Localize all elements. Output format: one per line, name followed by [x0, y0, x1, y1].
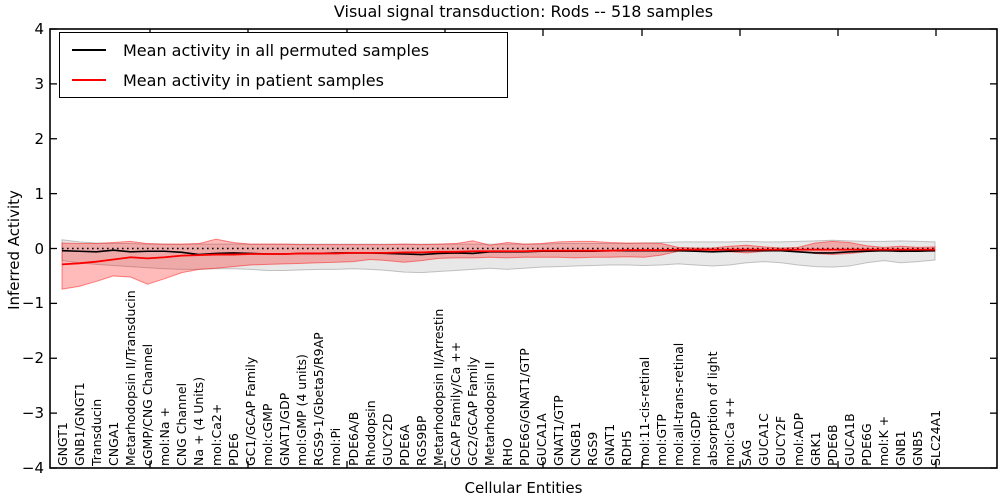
x-category-label: RGS9BP [413, 415, 429, 466]
x-category-label: GNB1/GNGT1 [71, 382, 87, 466]
x-category-label: mol:GMP (4 units) [294, 354, 310, 466]
x-category-label: Rhodopsin [362, 400, 378, 466]
y-tick-label: −2 [21, 349, 44, 368]
x-category-label: Metarhodopsin II/Arrestin [431, 308, 447, 466]
x-category-label: GRK1 [807, 431, 823, 466]
y-tick-label: −1 [21, 294, 44, 313]
permuted-band [61, 239, 936, 274]
legend-label-patient: Mean activity in patient samples [123, 70, 384, 90]
legend-line-patient-icon [72, 79, 106, 81]
patient-mean-line [61, 248, 935, 266]
x-category-label: GUCY2D [379, 413, 395, 466]
x-category-label: PDE6G [859, 423, 875, 466]
x-category-label: Transducin [88, 398, 104, 466]
x-category-label: GNAT1/GTP [550, 395, 566, 466]
x-category-label: mol:Ca2+ [208, 403, 224, 466]
x-category-label: mol:GTP [653, 414, 669, 466]
x-category-label: mol:Na + [157, 407, 173, 466]
x-category-label: mol:all-trans-retinal [670, 342, 686, 466]
x-category-label: mol:11-cis-retinal [636, 356, 652, 466]
legend-label-permuted: Mean activity in all permuted samples [123, 40, 430, 60]
x-category-label: PDE6A/B [345, 411, 361, 466]
x-category-label: RHO [499, 438, 515, 466]
y-tick-label: −3 [21, 404, 44, 423]
x-category-label: GNB1 [893, 430, 909, 466]
x-category-label: CNGA1 [105, 421, 121, 466]
x-category-label: CNGB1 [568, 421, 584, 466]
x-category-label: PDE6B [824, 424, 840, 466]
x-category-label: GUCA1C [756, 413, 772, 466]
x-category-label: GCAP Family/Ca ++ [448, 341, 464, 466]
x-category-label: CNG Channel [174, 382, 190, 466]
x-category-label: SLC24A1 [927, 409, 943, 466]
legend-line-permuted-icon [72, 49, 106, 51]
x-category-label: GUCY2F [773, 415, 789, 466]
x-category-label: GUCA1B [841, 413, 857, 466]
x-category-label: Metarhodopsin II [482, 361, 498, 466]
x-category-label: RGS9-1/Gbeta5/R9AP [311, 332, 327, 466]
x-category-label: GNAT1/GDP [277, 392, 293, 466]
x-category-label: SAG [739, 439, 755, 466]
y-tick-label: 3 [34, 74, 44, 93]
x-category-label: PDE6 [225, 432, 241, 466]
x-category-label: Na + (4 Units) [191, 376, 207, 466]
y-tick-label: 1 [34, 184, 44, 203]
x-category-label: mol:ADP [790, 412, 806, 466]
x-category-label: mol:GDP [687, 411, 703, 466]
y-tick-label: 0 [34, 239, 44, 258]
legend-item-patient: Mean activity in patient samples [60, 67, 507, 93]
x-category-label: mol:Pi [328, 427, 344, 466]
x-category-label: GC1/GCAP Family [242, 356, 258, 466]
x-category-label: GNGT1 [54, 422, 70, 466]
x-category-label: PDE6A [396, 424, 412, 466]
x-category-label: mol:cGMP [259, 403, 275, 466]
x-category-label: mol:Ca ++ [722, 397, 738, 466]
x-category-label: GUCA1A [533, 413, 549, 466]
x-category-label: cGMP/CNG Channel [140, 343, 156, 466]
legend-item-permuted: Mean activity in all permuted samples [60, 37, 507, 63]
legend: Mean activity in all permuted samples Me… [59, 32, 508, 98]
y-tick-label: 2 [34, 129, 44, 148]
x-category-label: RGS9 [585, 431, 601, 466]
x-category-label: mol:K + [876, 415, 892, 466]
x-category-label: Metarhodopsin II/Transducin [122, 290, 138, 466]
x-category-label: absorption of light [704, 351, 720, 466]
x-category-label: RDH5 [619, 430, 635, 466]
x-category-label: PDE6G/GNAT1/GTP [516, 348, 532, 466]
x-axis-label: Cellular Entities [464, 479, 583, 497]
chart-title: Visual signal transduction: Rods -- 518 … [333, 2, 714, 21]
y-tick-label: −4 [21, 459, 44, 477]
y-tick-label: 4 [34, 20, 44, 38]
x-category-label: GC2/GCAP Family [465, 356, 481, 466]
x-category-label: GNAT1 [602, 423, 618, 466]
x-category-label: GNB5 [910, 430, 926, 466]
